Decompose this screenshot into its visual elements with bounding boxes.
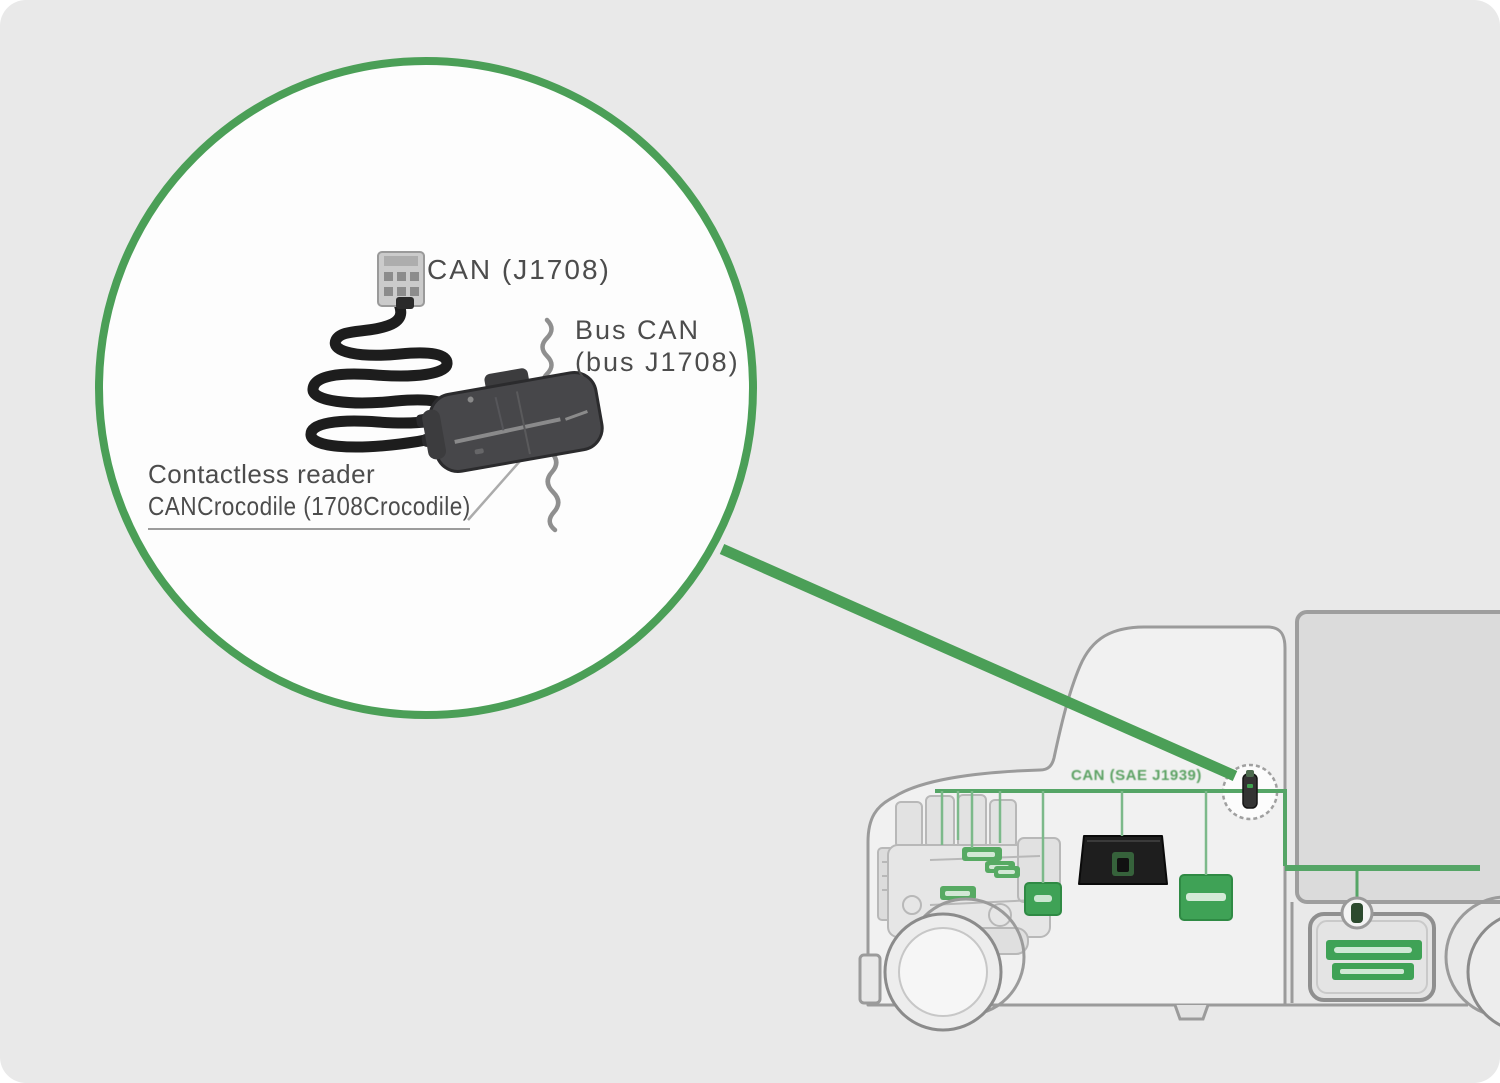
reader-label-line2: CANCrocodile (1708Crocodile) [148, 491, 470, 523]
reader-label: Contactless reader CANCrocodile (1708Cro… [148, 459, 470, 531]
truck-chassis [858, 902, 1468, 1021]
fuel-sensor-icon [1340, 896, 1374, 930]
can-bus-lines [935, 789, 1480, 904]
connector-plug-icon [377, 251, 425, 309]
reader-device-icon [416, 368, 604, 473]
truck-illustration [858, 610, 1500, 1032]
callout-line [719, 543, 1238, 782]
tachograph-icon [1078, 835, 1168, 885]
reader-label-line1: Contactless reader [148, 459, 376, 489]
engine-label-chips [940, 847, 1020, 900]
front-bumper [858, 953, 882, 1005]
truck-bus-label: CAN (SAE J1939) [1071, 767, 1202, 784]
fuel-tank-label-chip [1326, 940, 1422, 980]
connector-label: CAN (J1708) [427, 254, 611, 285]
engine-label-chip [962, 847, 1002, 861]
fuel-tank [1308, 912, 1436, 1002]
trailer-box [1295, 610, 1500, 904]
ecu-box [1024, 882, 1062, 916]
bus-can-label: Bus CAN (bus J1708) [575, 314, 740, 379]
can-bus-drop-lines [940, 791, 1208, 883]
can-bus-main-line [935, 789, 1287, 866]
magnifier-view [95, 57, 757, 719]
bus-can-label-line1: Bus CAN [575, 315, 701, 345]
reader-pointer-line [467, 451, 529, 521]
magnifier-circle [95, 57, 757, 719]
front-wheel [883, 897, 1026, 1032]
mount-reader-icon [1242, 770, 1258, 809]
rear-wheel [1444, 895, 1500, 1027]
bus-can-label-line2: (bus J1708) [575, 347, 740, 378]
can-node-box [1179, 874, 1233, 921]
engine-label-chip [994, 866, 1020, 878]
engine-label-chip [940, 886, 976, 900]
reader-label-line2-text: CANCrocodile (1708Crocodile) [148, 490, 471, 521]
